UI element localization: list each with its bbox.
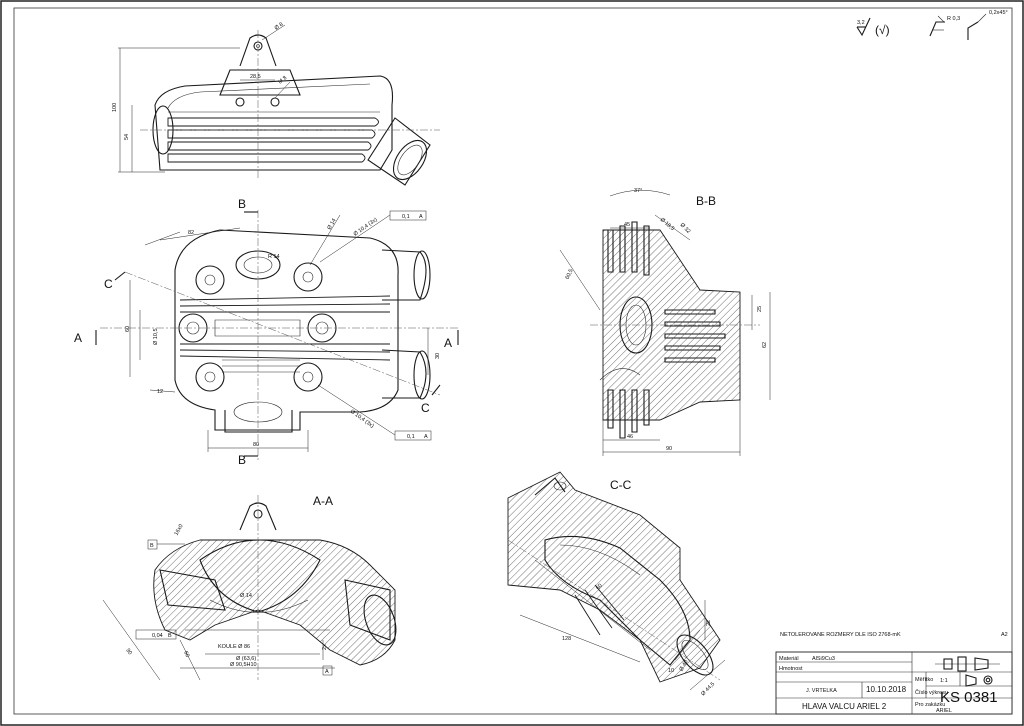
view-label-aa: A-A (313, 494, 333, 508)
project-value: ARIEL (936, 708, 952, 714)
dim-aa-16x0: 16x0 (174, 523, 185, 536)
section-c-bottom: C (421, 401, 430, 415)
dim-lug-spacing: 28,5 (250, 74, 261, 80)
dim-bb-45: 45 (624, 222, 630, 228)
sheet-frame-inner (13, 7, 1013, 715)
dim-bb-25: 25 (757, 306, 763, 312)
dim-bb-60-5: 60,5 (565, 268, 575, 280)
weld-radius: R 0,3 (947, 16, 960, 22)
dim-cc-d40: Ø 40 (679, 659, 690, 672)
section-a-left: A (74, 331, 82, 345)
section-cc-view: C-C 60 128 Ø 40 Ø 44,5 22 10 (507, 471, 726, 697)
datum-b-aa: B (150, 543, 154, 549)
general-roughness-mark: (√) (875, 23, 890, 37)
dim-height-body: 54 (124, 134, 130, 140)
dim-aa-d90-5: Ø 90,5H10 (230, 662, 257, 668)
dim-bb-46: 46 (627, 434, 633, 440)
scale-value: 1:1 (940, 678, 948, 684)
section-b-top: B (238, 197, 246, 211)
dim-cc-128: 128 (562, 636, 571, 642)
roughness-value: 3,2 (857, 20, 865, 26)
drawing-no-label: Číslo výkresu (915, 689, 948, 696)
side-elevation-view: 100 54 28,5 Ø 8 M 8 (112, 22, 440, 186)
author-name: J. VRTELKA (806, 688, 837, 694)
dim-aa-koule: KOULE Ø 86 (218, 644, 250, 650)
section-bb-view: B-B 46 90 62 25 (559, 188, 771, 456)
dim-aa-2x: 2x (322, 644, 328, 650)
dim-r14: R 14 (268, 254, 280, 260)
dim-cc-10: 10 (668, 668, 674, 674)
dim-80: 80 (253, 442, 259, 448)
tol-value-bottom: 0,1 (407, 434, 415, 440)
dim-aa-90: 90 (124, 648, 132, 656)
tol-datum-top: A (419, 214, 423, 220)
chamfer-value: 0,2x45° (989, 10, 1008, 16)
dim-bb-90: 90 (666, 446, 672, 452)
dim-cc-60: 60 (595, 583, 604, 592)
projection-symbol-icon (965, 674, 993, 687)
section-aa-view: A-A KOULE Ø 86 Ø (63,6) Ø 90,5H10 A 2x 0… (102, 494, 397, 681)
dim-aa-60: 60 (182, 650, 190, 658)
dim-12: 12 (157, 389, 163, 395)
fins-bb (607, 221, 726, 439)
material-value: AlSi9Cu3 (812, 656, 835, 662)
project-label: Pro zakázku (915, 702, 945, 708)
dim-lug-hole: Ø 8 (274, 22, 285, 32)
dim-d10-5: Ø 10,5 (153, 328, 159, 345)
tol-datum-bottom: A (424, 434, 428, 440)
tol-aa-value: 0,04 (152, 633, 163, 639)
section-b-bottom: B (238, 453, 246, 467)
dim-60: 60 (125, 326, 131, 332)
cooling-fins-side (167, 111, 380, 163)
title-block: Materiál AlSi9Cu3 Hmotnost J. VRTELKA 10… (775, 651, 1013, 715)
scale-label: Měřítko (915, 677, 933, 683)
dim-30: 30 (435, 353, 441, 359)
section-c-top: C (104, 277, 113, 291)
dim-aa-d63-6: Ø (63,6) (236, 656, 256, 662)
sheet-size: A2 (1001, 632, 1008, 638)
tol-value-top: 0,1 (402, 214, 410, 220)
dim-bb-angle: 37° (634, 188, 642, 194)
dim-d14: Ø 14 (327, 218, 338, 231)
drawing-date: 10.10.2018 (866, 685, 907, 694)
dim-thread: M 8 (277, 75, 288, 85)
part-name: HLAVA VALCU ARIEL 2 (802, 702, 887, 711)
view-label-bb: B-B (696, 194, 716, 208)
dim-height-total: 100 (112, 103, 118, 112)
tol-aa-datum: B (168, 633, 172, 639)
dim-cc-22: 22 (706, 620, 712, 626)
tolerance-note: NETOLEROVANE ROZMERY DLE ISO 2768-mK (780, 632, 901, 638)
surface-symbols: 3,2 (√) R 0,3 0,2x45° (856, 10, 1008, 40)
drawing-number: KS 0381 (940, 689, 998, 706)
datum-a-aa: A (325, 669, 329, 675)
cooling-fins-plan (179, 295, 391, 373)
dim-82: 82 (188, 230, 194, 236)
mass-label: Hmotnost (779, 666, 803, 672)
dim-aa-d14: Ø 14 (240, 593, 252, 599)
part-thumbnail-icon (935, 656, 1000, 672)
section-a-right: A (444, 336, 452, 350)
view-label-cc: C-C (610, 478, 632, 492)
material-label: Materiál (779, 656, 799, 662)
dim-bb-62: 62 (762, 342, 768, 348)
